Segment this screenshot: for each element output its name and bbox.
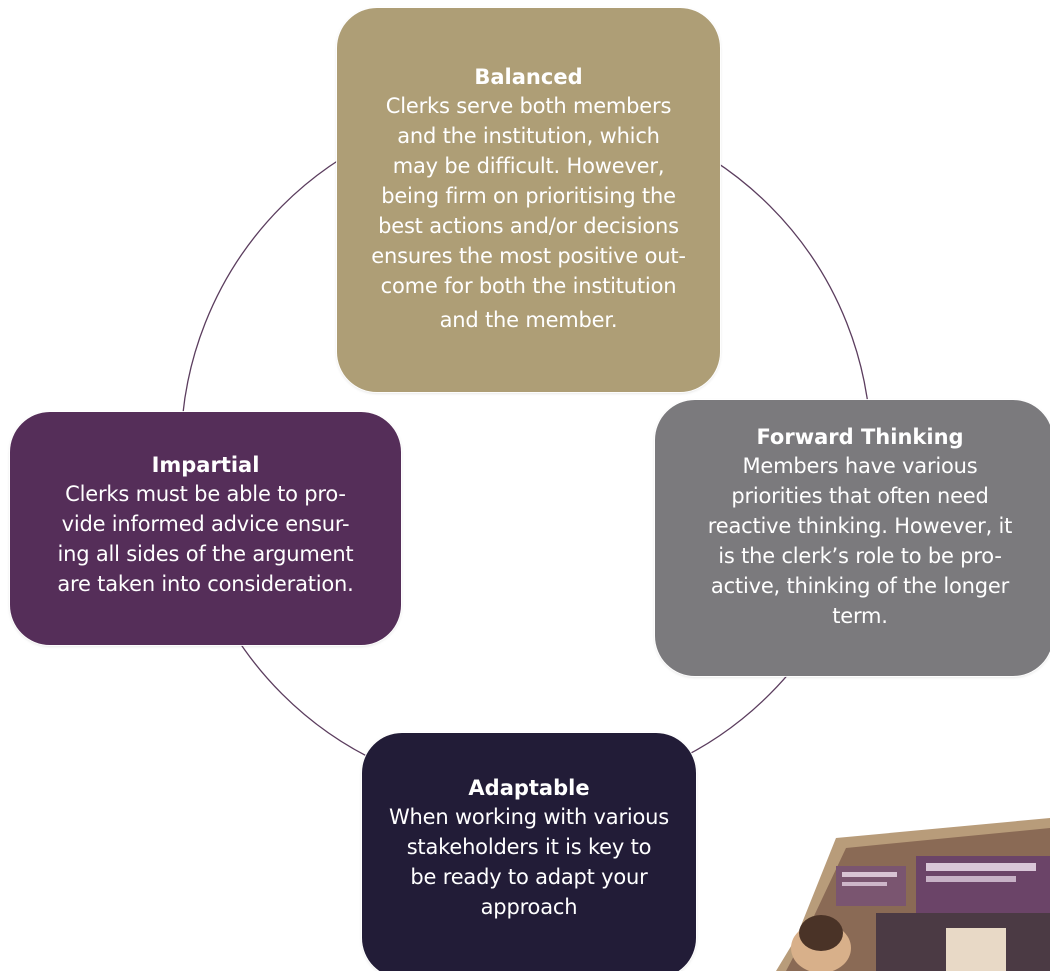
description-line: are taken into consideration. [57,572,354,596]
description-line: best actions and/or decisions [378,214,679,238]
photo-thumbnail-icon [776,818,1050,971]
description-line: Members have various [742,454,978,478]
node-forward-thinking-title: Forward Thinking [756,425,964,449]
description-line: is the clerk’s role to be pro- [718,544,1002,568]
description-line: When working with various [388,805,670,829]
description-line: term. [832,604,888,628]
description-line: may be difficult. However, [392,154,665,178]
node-impartial: Impartial Clerks must be able to pro- vi… [10,412,401,645]
description-line: and the institution, which [397,124,660,148]
node-balanced-title: Balanced [474,65,583,89]
node-forward-thinking: Forward Thinking Members have various pr… [655,400,1050,676]
node-impartial-description: Clerks must be able to pro- vide informe… [57,479,353,599]
node-adaptable: Adaptable When working with various stak… [362,733,696,971]
node-adaptable-title: Adaptable [468,776,590,800]
description-line: ing all sides of the argument [57,542,354,566]
description-line: approach [480,895,578,919]
node-adaptable-description: When working with various stakeholders i… [389,802,669,922]
description-line: Clerks serve both members [385,94,672,118]
description-line: reactive thinking. However, it [707,514,1013,538]
node-forward-thinking-description: Members have various priorities that oft… [707,451,1013,631]
description-line: be ready to adapt your [410,865,648,889]
description-line: priorities that often need [731,484,989,508]
description-line: active, thinking of the longer [710,574,1010,598]
photo-image [776,818,1050,971]
description-line: stakeholders it is key to [406,835,652,859]
description-line: Clerks must be able to pro- [65,482,346,506]
node-balanced: Balanced Clerks serve both members and t… [337,8,720,392]
description-line: vide informed advice ensur- [61,512,350,536]
node-impartial-title: Impartial [151,453,260,477]
description-line: being firm on prioritising the [381,184,676,208]
node-balanced-description: Clerks serve both members and the instit… [371,91,686,335]
description-line: and the member. [439,308,618,332]
description-line: ensures the most positive out- [371,244,686,268]
description-line: come for both the institution [380,274,677,298]
